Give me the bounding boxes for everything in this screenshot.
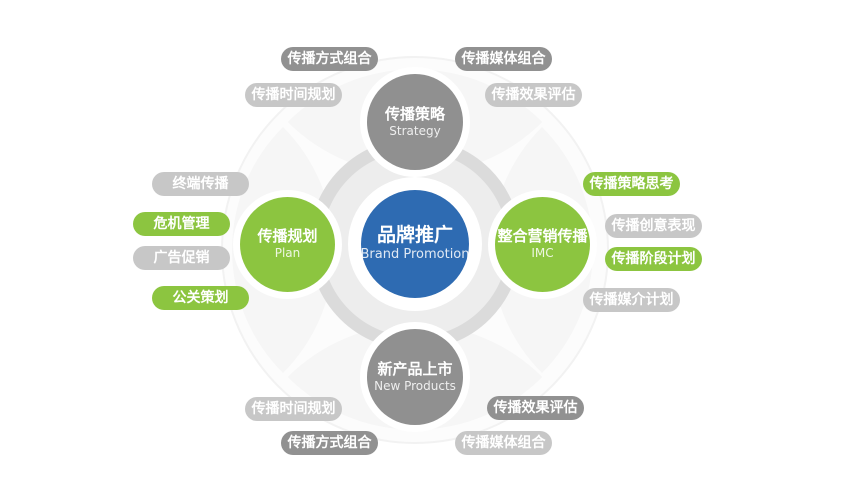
node-brand-promotion-circle: 品牌推广 Brand Promotion [360,190,470,298]
tag-pill: 公关策划 [152,286,249,310]
node-plan-subtitle: Plan [274,246,301,261]
node-strategy-circle: 传播策略 Strategy [367,74,463,170]
node-new-products-title: 新产品上市 [377,359,453,378]
tag-pill: 传播媒体组合 [455,431,552,455]
node-imc-circle: 整合营销传播 IMC [495,197,590,292]
tag-pill: 终端传播 [152,172,249,196]
node-brand-promotion-subtitle: Brand Promotion [360,247,470,263]
node-strategy-title: 传播策略 [384,104,445,123]
node-imc-subtitle: IMC [531,246,554,261]
tag-pill: 传播创意表现 [605,214,702,238]
tag-pill: 传播策略思考 [583,172,680,196]
tag-pill: 广告促销 [133,246,230,270]
node-strategy-subtitle: Strategy [389,123,441,138]
node-plan-title: 传播规划 [257,227,318,246]
tag-pill: 传播阶段计划 [605,247,702,271]
tag-pill: 传播时间规划 [245,83,342,107]
tag-pill: 传播效果评估 [487,396,584,420]
tag-pill: 传播时间规划 [245,397,342,421]
node-plan-circle: 传播规划 Plan [240,197,335,292]
node-imc-title: 整合营销传播 [497,227,588,246]
tag-pill: 传播媒介计划 [583,288,680,312]
node-new-products-circle: 新产品上市 New Products [367,329,463,425]
tag-pill: 传播方式组合 [281,47,378,71]
node-brand-promotion-title: 品牌推广 [376,223,453,246]
tag-pill: 危机管理 [133,212,230,236]
node-new-products-subtitle: New Products [374,378,456,393]
tag-pill: 传播效果评估 [485,83,582,107]
tag-pill: 传播方式组合 [281,431,378,455]
tag-pill: 传播媒体组合 [455,47,552,71]
